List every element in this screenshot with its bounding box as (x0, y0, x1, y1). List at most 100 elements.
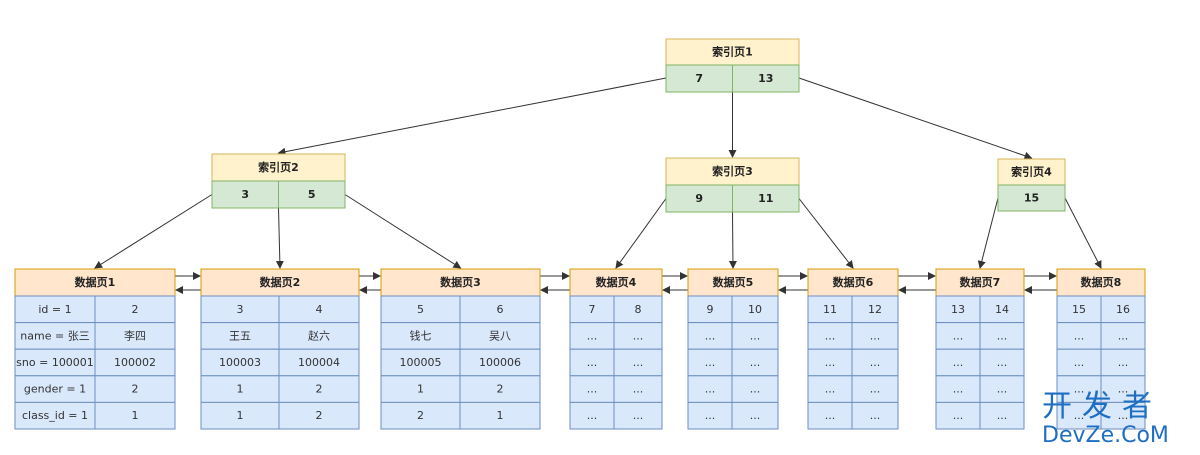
data-cell (1056, 348, 1102, 377)
index-key-value: 15 (1024, 192, 1039, 205)
index-key-cell (997, 184, 1066, 212)
data-cell-value: 4 (316, 303, 323, 316)
index-key-value: 11 (758, 192, 773, 205)
data-cell (200, 295, 280, 324)
data-cell (200, 375, 280, 403)
data-cell (731, 295, 779, 324)
data-cell-value: ... (825, 329, 836, 342)
data-cell-value: 2 (316, 409, 323, 422)
data-cell-value: 8 (635, 303, 642, 316)
data-cell (687, 295, 733, 324)
data-cell (1056, 295, 1102, 324)
data-cell-value: 2 (316, 383, 323, 396)
data-cell (94, 322, 176, 350)
index-key-cell (278, 180, 346, 209)
data-cell-value: 1 (132, 409, 139, 422)
tree-edge-idx2-dp1 (94, 194, 213, 269)
data-cell-value: 7 (589, 303, 596, 316)
tree-edge-idx1-idx4 (798, 77, 1033, 160)
index-page-title: 索引页3 (712, 164, 753, 178)
index-key-value: 9 (695, 192, 703, 205)
data-cell-value: 10 (748, 303, 762, 316)
data-cell-value: 赵六 (308, 328, 330, 342)
tree-edge-idx2-dp2 (275, 207, 284, 269)
data-cell-value: sno = 100001 (16, 356, 94, 369)
data-cell (807, 322, 853, 350)
tree-edge-idx4-dp8 (1064, 197, 1102, 269)
index-key-value: 3 (241, 188, 249, 201)
index-key-value: 5 (308, 188, 316, 201)
data-cell (731, 348, 779, 377)
data-cell-value: 2 (132, 383, 139, 396)
data-cell (851, 348, 899, 377)
data-cell (94, 401, 176, 430)
data-cell-value: 100005 (400, 356, 442, 369)
data-cell-value: 2 (497, 383, 504, 396)
data-cell (731, 322, 779, 350)
data-cell (613, 322, 663, 350)
data-cell-value: 1 (237, 383, 244, 396)
data-page-title: 数据页1 (75, 275, 116, 289)
data-cell (1056, 322, 1102, 350)
data-cell-value: 3 (237, 303, 244, 316)
data-cell (459, 401, 541, 430)
data-cell-value: 15 (1072, 303, 1086, 316)
index-page-3: 索引页3 9 11 (665, 157, 800, 213)
data-cell (94, 375, 176, 403)
watermark-cn: 开发者 (1042, 389, 1162, 424)
data-cell-value: 11 (823, 303, 837, 316)
data-cell-value: class_id = 1 (22, 409, 88, 422)
data-cell (807, 348, 853, 377)
data-cell-value: ... (1074, 409, 1085, 422)
data-cell-value: ... (750, 383, 761, 396)
data-cell (459, 375, 541, 403)
watermark: 开发者 DevZe.CoM (1042, 389, 1169, 448)
data-cell-value: ... (870, 329, 881, 342)
data-page-header (569, 268, 663, 297)
data-cell-value: name = 张三 (20, 329, 89, 342)
data-cell (380, 295, 461, 324)
data-cell-value: 100003 (219, 356, 261, 369)
data-cell-value: ... (953, 329, 964, 342)
data-cell (569, 401, 615, 430)
tree-edge-idx3-dp4 (615, 198, 667, 269)
data-page-header (380, 268, 541, 297)
data-cell (569, 322, 615, 350)
data-cell (851, 295, 899, 324)
tree-edge-idx3-dp5 (728, 211, 737, 269)
data-cell (851, 401, 899, 430)
data-cell-value: 2 (417, 409, 424, 422)
data-cell (14, 348, 96, 377)
data-cell-value: ... (1118, 383, 1129, 396)
data-cell-value: 王五 (229, 329, 251, 342)
data-cell (979, 295, 1025, 324)
data-cell-value: ... (705, 356, 716, 369)
data-cell-value: 14 (995, 303, 1009, 316)
data-cell-value: ... (1118, 356, 1129, 369)
data-page-title: 数据页2 (260, 275, 301, 289)
index-key-cell (665, 184, 733, 213)
data-cell-value: ... (1118, 409, 1129, 422)
data-cell (278, 401, 360, 430)
data-cell (200, 401, 280, 430)
data-cell-value: ... (633, 409, 644, 422)
data-cell-value: ... (997, 356, 1008, 369)
index-key-cell (732, 64, 800, 93)
data-cell-value: ... (997, 329, 1008, 342)
data-cell-value: ... (633, 329, 644, 342)
data-cell (1100, 348, 1146, 377)
data-cell-value: 6 (497, 303, 504, 316)
data-cell-value: 1 (237, 409, 244, 422)
data-cell-value: 100006 (479, 356, 521, 369)
data-cell (1100, 322, 1146, 350)
data-cell (278, 348, 360, 377)
data-cell (731, 401, 779, 430)
data-cell-value: 钱七 (410, 328, 432, 342)
data-cell-value: ... (953, 383, 964, 396)
data-page-title: 数据页8 (1081, 275, 1122, 289)
data-cell (935, 375, 981, 403)
data-cell-value: ... (997, 409, 1008, 422)
data-cell (687, 348, 733, 377)
